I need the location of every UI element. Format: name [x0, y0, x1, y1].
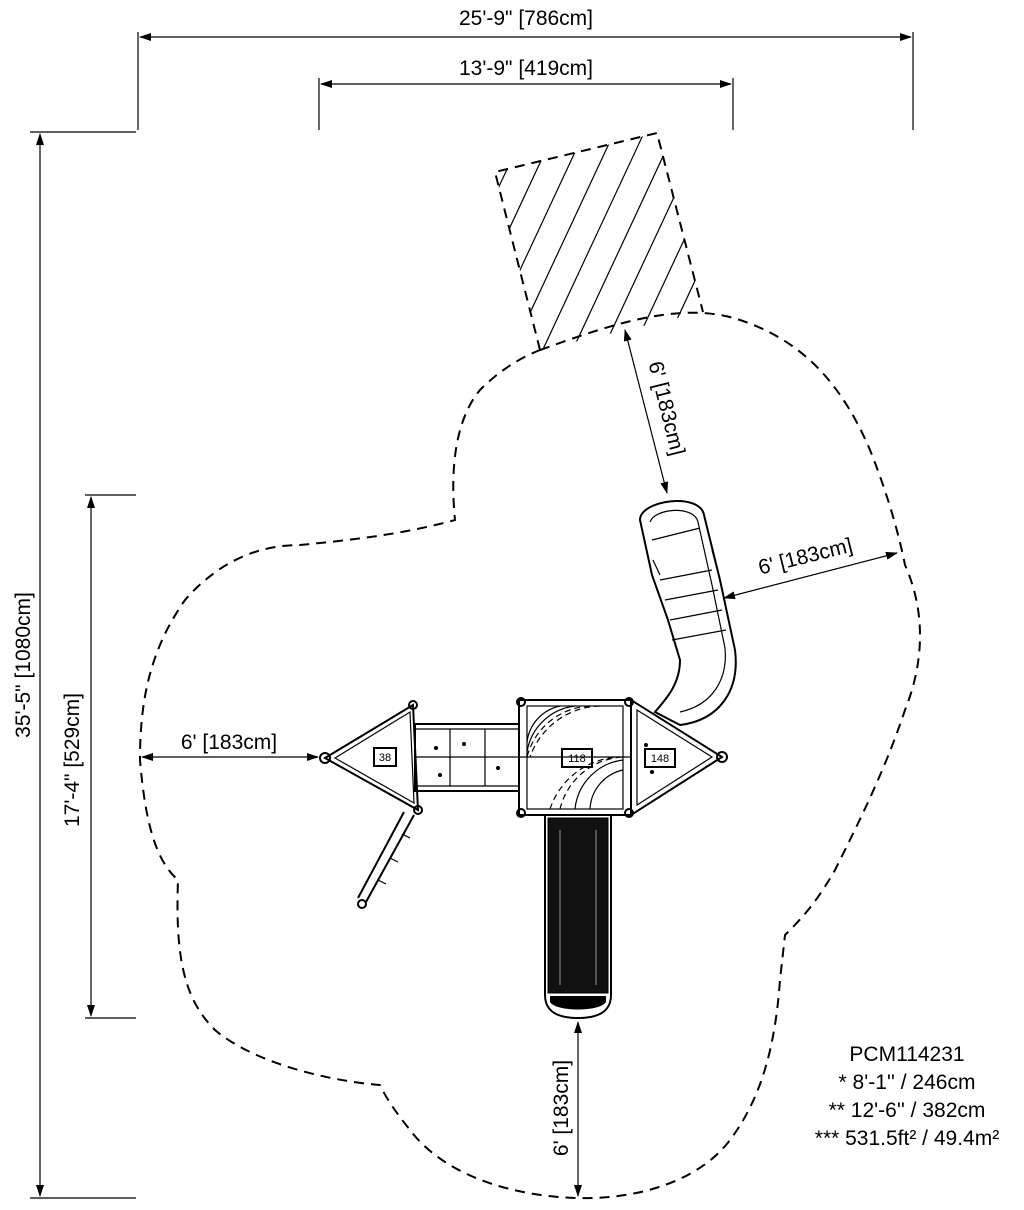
platform-left-tag: [373, 747, 397, 767]
clearance-top-label: 6' [183cm]: [644, 359, 690, 458]
clearance-left-dimension: 6' [183cm]: [141, 731, 319, 761]
height-1: * 8'-1'' / 246cm: [839, 1071, 976, 1094]
overall-width-label: 25'-9" [786cm]: [459, 7, 593, 30]
model-number: PCM114231: [849, 1043, 964, 1066]
platform-left-label: 38: [379, 752, 391, 764]
inner-length-label: 17'-4" [529cm]: [61, 693, 84, 827]
platform-center: 118: [516, 697, 634, 818]
clearance-left-label: 6' [183cm]: [181, 731, 277, 754]
safety-zone-outline: [138, 311, 921, 1200]
curved-slide: [638, 500, 737, 727]
overall-length-dimension: 35'-5" [1080cm]: [12, 131, 136, 1199]
platform-right-label: 148: [651, 753, 669, 765]
platform-right-tag: [644, 748, 676, 768]
platform-right: 148: [630, 698, 728, 817]
clearance-top-dimension: 6' [183cm]: [623, 329, 690, 494]
clearance-right-label: 6' [183cm]: [756, 534, 855, 580]
clearance-right-dimension: 6' [183cm]: [723, 534, 898, 600]
clearance-bottom-label: 6' [183cm]: [550, 1060, 573, 1156]
height-2: ** 12'-6'' / 382cm: [829, 1099, 986, 1122]
product-info: PCM114231 * 8'-1'' / 246cm ** 12'-6'' / …: [815, 1043, 999, 1150]
slide-exit-zone: [493, 131, 704, 351]
inner-length-dimension: 17'-4" [529cm]: [61, 494, 136, 1019]
clearance-bottom-dimension: 6' [183cm]: [550, 1021, 582, 1197]
use-zone-area: *** 531.5ft² / 49.4m²: [815, 1127, 999, 1150]
inner-width-dimension: 13'-9" [419cm]: [318, 57, 734, 130]
inner-width-label: 13'-9" [419cm]: [459, 57, 593, 80]
platform-center-tag: [561, 748, 593, 768]
overall-length-label: 35'-5" [1080cm]: [12, 592, 35, 738]
platform-center-label: 118: [568, 753, 586, 765]
overall-width-dimension: 25'-9" [786cm]: [137, 7, 914, 130]
platform-left: 38: [319, 700, 423, 815]
bridge: [414, 723, 520, 792]
ladder: [357, 811, 415, 909]
straight-slide: [544, 814, 612, 1020]
